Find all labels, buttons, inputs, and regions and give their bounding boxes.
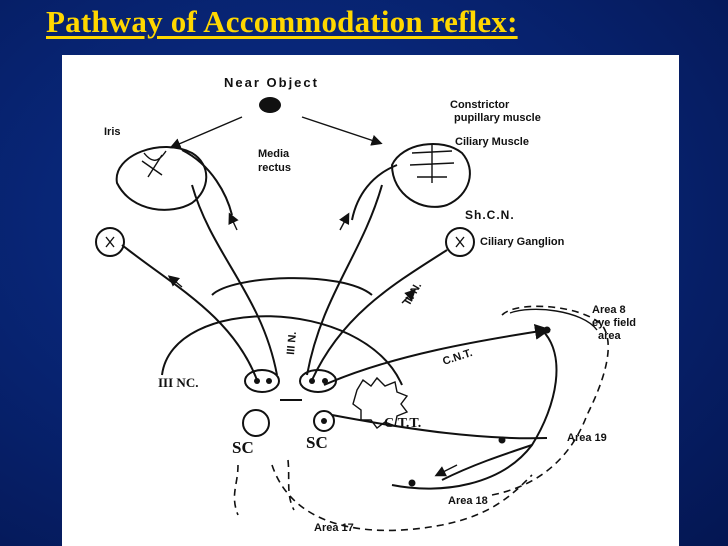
- area19-label: Area 19: [567, 432, 607, 444]
- left-eye: [115, 146, 233, 216]
- left-ciliary-ganglion: [95, 227, 125, 257]
- eye-field-label: eye field: [592, 317, 636, 329]
- right-oculomotor-nucleus: [299, 369, 337, 393]
- iii-n-center-label: III N.: [285, 331, 299, 355]
- area-word-label: area: [598, 330, 622, 342]
- cnt-label: C.N.T.: [441, 347, 474, 368]
- ctt-label: C.T.T.: [384, 416, 421, 431]
- near-object-label: Near Object: [224, 75, 319, 90]
- constrictor-label: Constrictor: [450, 99, 510, 111]
- area18-label: Area 18: [448, 495, 488, 507]
- left-visual-arrow: [169, 116, 243, 149]
- left-superior-colliculus: [242, 409, 270, 437]
- area8-label: Area 8: [592, 304, 626, 316]
- left-oculomotor-nucleus: [244, 369, 280, 393]
- accommodation-reflex-diagram: Near Object Constrictor pupillary muscle…: [62, 55, 679, 546]
- sh-cn-label: Sh.C.N.: [465, 208, 515, 222]
- right-eye: [351, 142, 471, 221]
- pupillary-muscle-label: pupillary muscle: [454, 112, 541, 124]
- sc-right-label: SC: [306, 433, 328, 452]
- slide-title: Pathway of Accommodation reflex:: [46, 4, 518, 39]
- area17-label: Area 17: [314, 522, 354, 534]
- ciliary-muscle-label: Ciliary Muscle: [455, 136, 529, 148]
- rectus-label: rectus: [258, 162, 291, 174]
- right-ciliary-ganglion: [445, 227, 475, 257]
- iii-nc-label: III NC.: [158, 375, 198, 390]
- iris-label: Iris: [104, 126, 121, 138]
- media-label: Media: [258, 148, 290, 160]
- right-superior-colliculus: [313, 410, 335, 432]
- right-visual-arrow: [301, 116, 383, 146]
- sc-left-label: SC: [232, 438, 254, 457]
- iii-n-right-label: III N.: [402, 280, 424, 306]
- ciliary-ganglion-label: Ciliary Ganglion: [480, 236, 565, 248]
- near-object-dot: [259, 97, 281, 113]
